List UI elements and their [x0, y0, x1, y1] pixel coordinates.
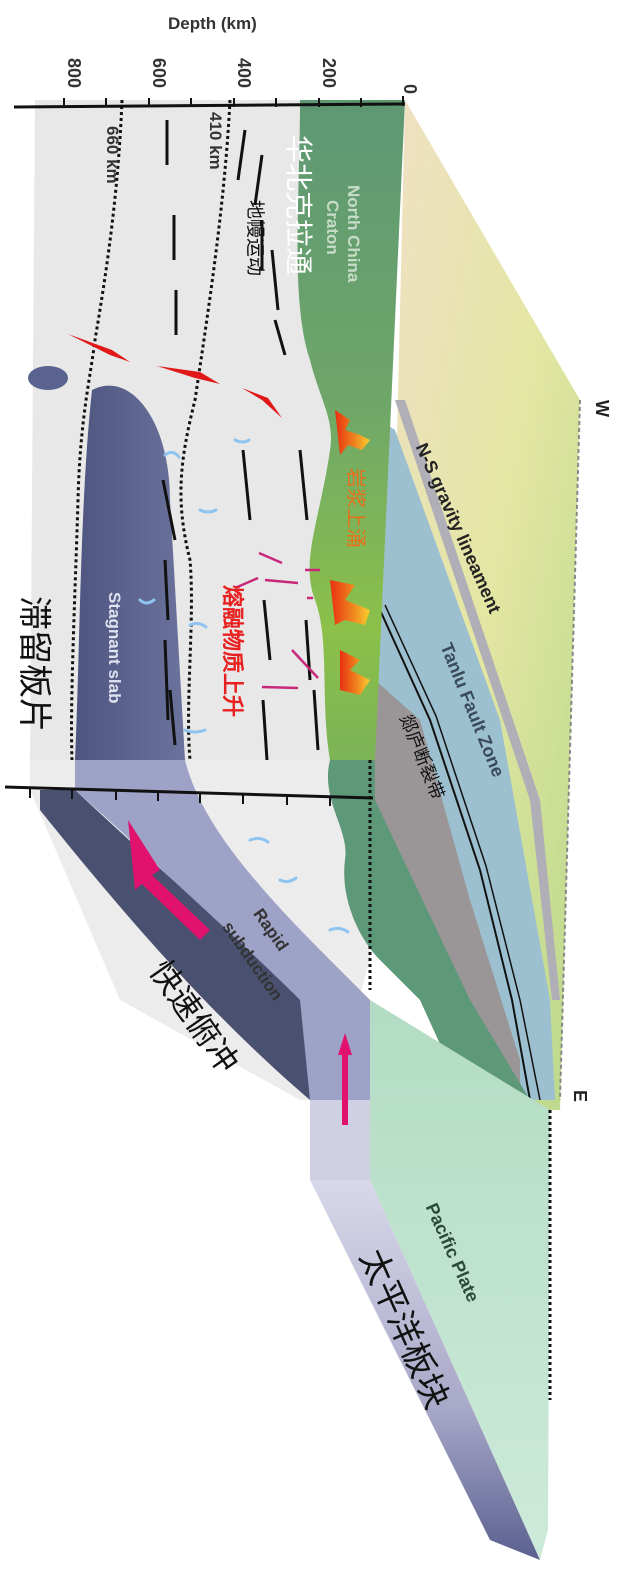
boundary-label-410: 410 km: [206, 112, 225, 170]
magma-body-2: [330, 580, 370, 625]
melt-rise-label-zh: 熔融物质上升: [219, 585, 244, 718]
magma-body-3: [340, 650, 370, 695]
north-china-craton: [297, 100, 405, 760]
mantle-flow-arrows: [161, 120, 320, 761]
pacific-plate-front: [310, 1100, 370, 1180]
magma-upwelling-label-zh: 岩浆上涌: [344, 468, 368, 548]
compass-west-label: W: [592, 400, 612, 417]
depth-tick-400: 400: [234, 58, 254, 89]
mantle-flow-label-zh: 地幔运动: [244, 200, 266, 277]
stagnant-slab: [75, 385, 185, 760]
craton-label-zh: 华北克拉通: [282, 135, 315, 276]
slab-underside: [40, 790, 310, 1100]
fault-line-1: [379, 609, 531, 1101]
tanlu-blue-zone: [370, 420, 555, 1100]
compass-east-label: E: [570, 1090, 590, 1103]
melt-rise-arrows: [234, 551, 320, 690]
depth-tick-800: 800: [64, 58, 84, 89]
craton-front-face: [327, 760, 530, 1110]
depth-axis-title: Depth (km): [168, 14, 257, 33]
slab-fragment: [28, 366, 68, 390]
discontinuity-410: [179, 99, 232, 761]
subduction-arrow-1: [128, 820, 210, 940]
discontinuity-660: [70, 99, 124, 761]
depth-tick-0: 0: [400, 84, 420, 95]
stagnant-slab-label-en: Stagnant slab: [105, 592, 124, 704]
magma-body-1: [335, 410, 370, 455]
fluid-squiggles: [138, 438, 350, 934]
lower-axis-ticks: [29, 788, 331, 806]
subduction-arrow-2: [338, 1033, 352, 1125]
red-flow-arrows: [68, 334, 282, 418]
depth-tick-200: 200: [319, 58, 339, 89]
frame-dashed-surface: [559, 399, 581, 1101]
craton-label-en-line2: Craton: [323, 200, 342, 255]
lower-axis-line: [4, 785, 374, 800]
depth-axis-ticks: [63, 96, 404, 107]
craton-label-en-line1: North China: [344, 185, 363, 283]
depth-tick-600: 600: [149, 58, 169, 89]
pacific-plate-top: [370, 1000, 550, 1560]
surface-map-top-face: [390, 100, 580, 1110]
stagnant-slab-label-zh: 滞留板片: [14, 596, 54, 732]
boundary-label-660: 660 km: [103, 126, 122, 184]
depth-axis-line: [13, 102, 406, 109]
pacific-plate-side: [310, 1180, 540, 1560]
tanlu-grey-zone: [375, 680, 520, 1090]
fault-line-2: [384, 604, 541, 1101]
